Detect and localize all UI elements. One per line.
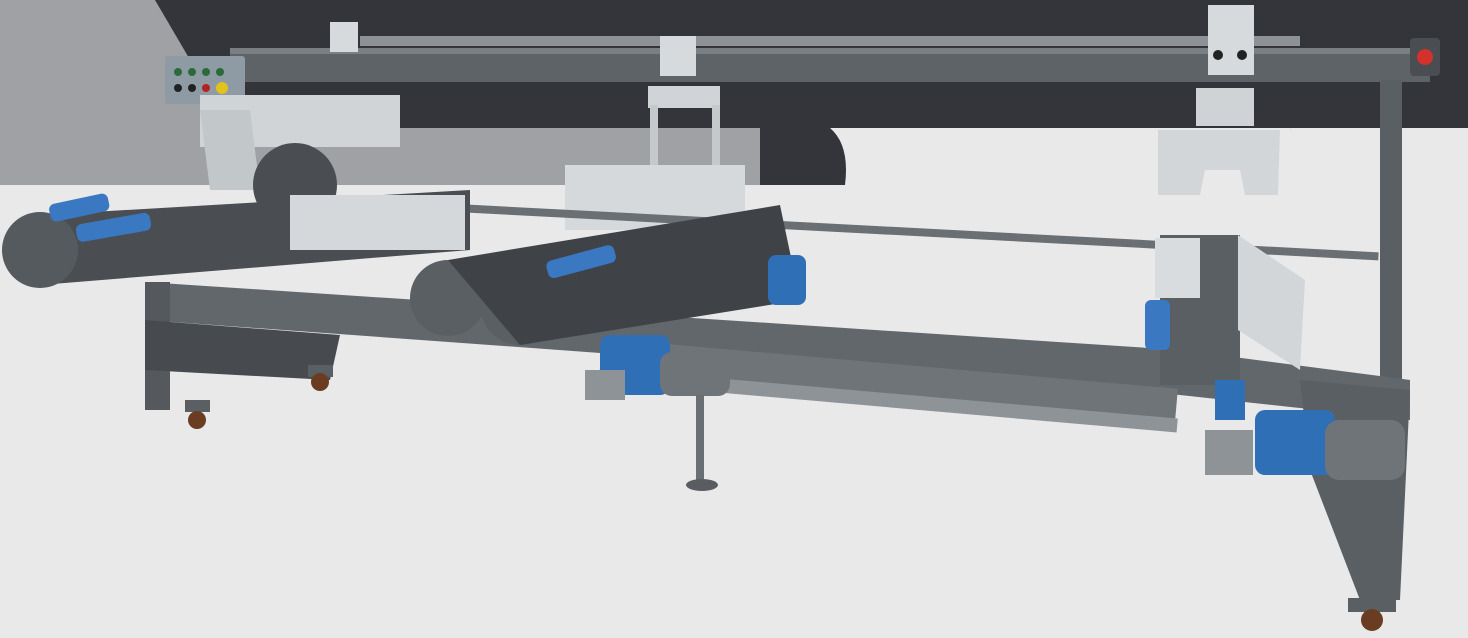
conveyor-left: [2, 190, 470, 288]
control-panel-icon: [165, 56, 245, 104]
conveyor-right: [1145, 235, 1305, 385]
conveyor-middle: [410, 205, 800, 345]
emergency-stop-icon: [1417, 49, 1433, 65]
motor-icon: [585, 255, 1405, 480]
overhead-beam: [230, 36, 1440, 380]
top-carriage-right: [1158, 5, 1280, 195]
drive-shaft: [379, 200, 1379, 261]
leveling-foot: [686, 395, 718, 491]
caster-wheel-icon: [185, 365, 1396, 631]
right-vertical-post: [1380, 80, 1402, 380]
